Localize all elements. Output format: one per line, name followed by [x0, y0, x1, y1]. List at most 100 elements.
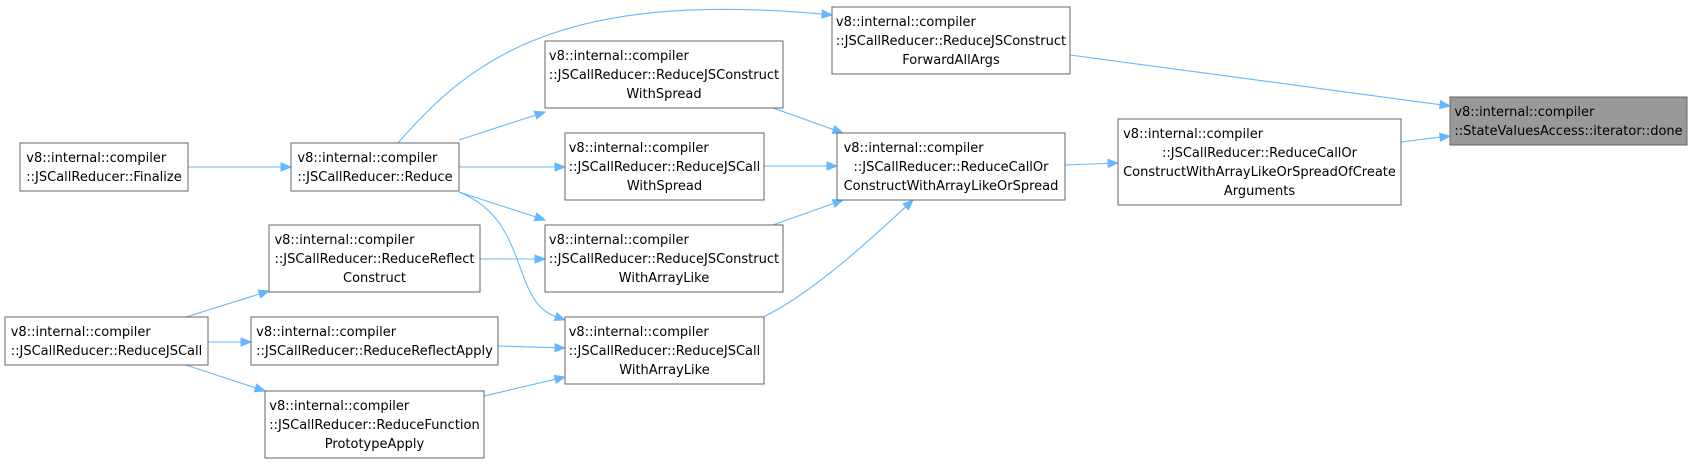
arrowhead	[533, 212, 547, 222]
node-box	[290, 142, 460, 192]
node-label-line: v8::internal::compiler	[11, 325, 152, 340]
edge-constructWithArrayLike-to-orSpread	[772, 199, 845, 226]
node-funcProtoApply[interactable]: v8::internal::compiler::JSCallReducer::R…	[264, 390, 485, 459]
node-label-line: ::JSCallReducer::ReduceReflect	[274, 252, 474, 267]
edge-reduce-to-constructWithSpread	[458, 110, 547, 141]
node-callWithSpread[interactable]: v8::internal::compiler::JSCallReducer::R…	[564, 132, 765, 201]
edge-line	[497, 345, 556, 349]
edge-reduce-to-fwdAllArgs	[397, 8, 834, 144]
arrowhead	[240, 337, 253, 347]
node-box	[268, 224, 481, 293]
edge-line	[772, 107, 834, 131]
arrowhead	[533, 110, 547, 120]
node-label-line: v8::internal::compiler	[549, 233, 690, 248]
edge-line	[1400, 136, 1441, 143]
node-box	[19, 142, 189, 192]
edge-line	[1069, 54, 1441, 106]
arrowhead	[1439, 132, 1452, 142]
edge-finalize-to-reduce	[188, 162, 293, 172]
node-finalize[interactable]: v8::internal::compiler::JSCallReducer::F…	[19, 142, 189, 192]
node-label-line: v8::internal::compiler	[569, 325, 710, 340]
node-label-line: ForwardAllArgs	[902, 53, 1000, 68]
node-label-line: v8::internal::compiler	[256, 325, 397, 340]
edge-callWithSpread-to-orSpread	[764, 161, 839, 171]
arrowhead	[831, 125, 845, 134]
edge-callWithArrayLike-to-orSpread	[762, 199, 914, 318]
arrowhead	[826, 161, 839, 171]
arrowhead	[831, 199, 845, 208]
node-constructWithArrayLike[interactable]: v8::internal::compiler::JSCallReducer::R…	[544, 224, 784, 293]
arrowhead	[280, 162, 293, 172]
node-createArgs[interactable]: v8::internal::compiler::JSCallReducer::R…	[1117, 118, 1402, 206]
node-label-line: v8::internal::compiler	[1123, 127, 1264, 142]
node-label-line: Arguments	[1224, 184, 1295, 199]
edge-fwdAllArgs-to-done	[1069, 54, 1452, 110]
node-label-line: ::JSCallReducer::ReduceCallOr	[1162, 146, 1358, 161]
node-box	[831, 6, 1071, 75]
arrowhead	[554, 162, 567, 172]
node-callWithArrayLike[interactable]: v8::internal::compiler::JSCallReducer::R…	[564, 316, 765, 385]
node-reduceJSCall[interactable]: v8::internal::compiler::JSCallReducer::R…	[4, 316, 209, 366]
edge-line	[185, 364, 256, 389]
arrowhead	[1107, 158, 1120, 169]
node-label-line: ::JSCallReducer::ReduceFunction	[269, 418, 479, 433]
node-label-line: ConstructWithArrayLikeOrSpread	[844, 179, 1059, 194]
arrowhead	[554, 342, 567, 353]
edge-line	[772, 202, 834, 226]
node-box	[564, 316, 765, 385]
edge-createArgs-to-done	[1400, 132, 1452, 143]
node-box	[250, 316, 499, 366]
node-constructWithSpread[interactable]: v8::internal::compiler::JSCallReducer::R…	[544, 40, 784, 109]
arrowhead	[902, 199, 914, 211]
edge-line	[458, 114, 536, 141]
node-label-line: v8::internal::compiler	[269, 399, 410, 414]
arrowhead	[553, 374, 567, 385]
node-label-line: ::JSCallReducer::ReduceJSCall	[11, 344, 203, 359]
node-label-line: ::JSCallReducer::ReduceJSConstruct	[549, 68, 779, 83]
edge-orSpread-to-createArgs	[1064, 158, 1120, 169]
node-label-line: v8::internal::compiler	[297, 151, 438, 166]
node-reflectApply[interactable]: v8::internal::compiler::JSCallReducer::R…	[250, 316, 499, 366]
arrowhead	[821, 9, 834, 19]
edge-line	[1064, 162, 1109, 166]
arrowhead	[553, 311, 567, 321]
node-label-line: PrototypeApply	[325, 437, 425, 452]
node-label-line: v8::internal::compiler	[836, 15, 977, 30]
node-box	[544, 224, 784, 293]
node-label-line: ::JSCallReducer::ReduceJSConstruct	[836, 34, 1066, 49]
node-box	[836, 132, 1066, 201]
node-reduce[interactable]: v8::internal::compiler::JSCallReducer::R…	[290, 142, 460, 192]
edge-constructWithSpread-to-orSpread	[772, 107, 845, 134]
arrowhead	[1438, 99, 1452, 110]
node-label-line: v8::internal::compiler	[844, 141, 985, 156]
edge-line	[483, 378, 556, 397]
edge-line	[762, 206, 907, 318]
node-label-line: WithSpread	[627, 179, 702, 194]
node-reflectConstruct[interactable]: v8::internal::compiler::JSCallReducer::R…	[268, 224, 481, 293]
edge-reduceJSCall-to-funcProtoApply	[185, 364, 267, 393]
arrowhead	[534, 254, 547, 264]
arrowhead	[253, 383, 267, 393]
node-fwdAllArgs[interactable]: v8::internal::compiler::JSCallReducer::R…	[831, 6, 1071, 75]
node-box	[1117, 118, 1402, 206]
node-orSpread[interactable]: v8::internal::compiler::JSCallReducer::R…	[836, 132, 1066, 201]
graph-edges	[185, 8, 1452, 397]
node-label-line: v8::internal::compiler	[1454, 105, 1595, 120]
node-label-line: ::JSCallReducer::ReduceJSCall	[569, 344, 761, 359]
node-box	[1449, 96, 1688, 146]
node-label-line: WithArrayLike	[619, 363, 709, 378]
node-label-line: ::JSCallReducer::ReduceJSConstruct	[549, 252, 779, 267]
edge-reduce-to-constructWithArrayLike	[458, 191, 547, 222]
node-label-line: v8::internal::compiler	[549, 49, 690, 64]
node-label-line: ::JSCallReducer::ReduceReflectApply	[256, 344, 493, 359]
arrowhead	[257, 289, 271, 299]
node-label-line: ::JSCallReducer::Reduce	[297, 170, 452, 185]
node-box	[544, 40, 784, 109]
edge-reduce-to-callWithSpread	[459, 162, 567, 172]
node-label-line: v8::internal::compiler	[26, 151, 167, 166]
node-box	[264, 390, 485, 459]
node-done: v8::internal::compiler::StateValuesAcces…	[1449, 96, 1688, 146]
edge-reduceJSCall-to-reflectConstruct	[185, 289, 271, 318]
edge-reflectApply-to-callWithArrayLike	[497, 342, 567, 353]
